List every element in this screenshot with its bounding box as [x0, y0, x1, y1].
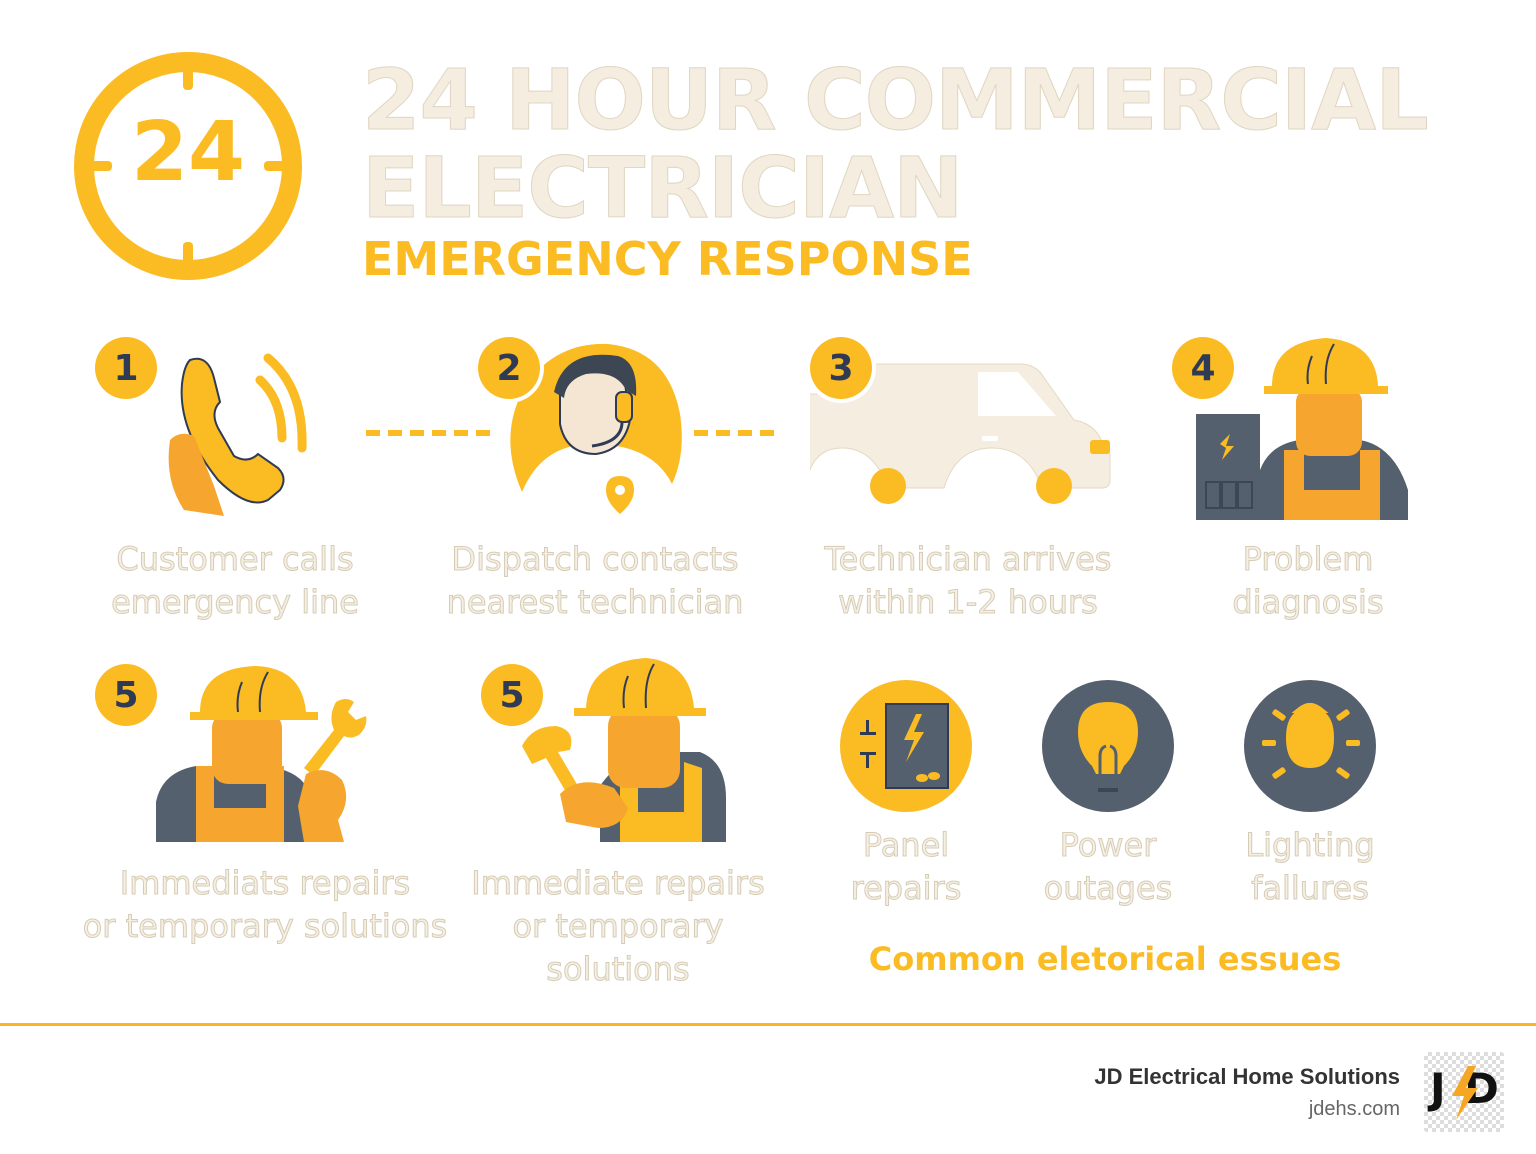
step-4-caption: Problem diagnosis	[1232, 540, 1384, 622]
step-3-caption: Technician arrives within 1-2 hours	[824, 540, 1112, 622]
lightbulb-icon	[1040, 678, 1176, 814]
connector-dashes-2-3	[694, 430, 780, 436]
logo-bolt-icon	[1452, 1066, 1478, 1120]
step-3-badge: 3	[810, 337, 872, 399]
company-logo: J D	[1424, 1052, 1504, 1132]
step-2-caption: Dispatch contacts nearest technician	[446, 540, 744, 622]
panel-icon	[838, 678, 974, 814]
step-2-badge: 2	[478, 337, 540, 399]
company-url[interactable]: jdehs.com	[1308, 1098, 1400, 1120]
footer-divider	[0, 1023, 1536, 1026]
electrician-panel-icon	[1196, 336, 1414, 522]
dispatcher-headset-icon	[492, 342, 692, 522]
issue-panel-caption: Panel repairs	[850, 826, 962, 908]
glowing-bulb-icon	[1242, 678, 1378, 814]
company-name: JD Electrical Home Solutions	[1094, 1064, 1400, 1089]
step-1-caption: Customer calls emergency line	[111, 540, 360, 622]
van-icon	[810, 360, 1120, 510]
subtitle: EMERGENCY RESPONSE	[362, 232, 973, 286]
logo-letter-j: J	[1430, 1064, 1446, 1113]
step-1-badge: 1	[95, 337, 157, 399]
step-5b-caption: Immediate repairs or temporary solutions	[471, 864, 765, 989]
phone-call-icon	[160, 350, 320, 520]
step-5b-badge: 5	[481, 664, 543, 726]
title-line-2: ELECTRICIAN	[361, 139, 963, 237]
electrician-hammer-icon	[520, 656, 726, 842]
issues-title: Common eletorical essues	[868, 940, 1342, 978]
title-line-1: 24 HOUR COMMERCIAL	[362, 51, 1430, 149]
issue-power-caption: Power outages	[1043, 826, 1173, 908]
clock-number: 24	[130, 105, 246, 200]
electrician-wrench-icon	[156, 664, 386, 842]
clock-24-icon: 24	[70, 48, 306, 284]
step-5a-badge: 5	[95, 664, 157, 726]
issue-lighting-caption: Lighting fallures	[1245, 826, 1375, 908]
step-4-badge: 4	[1172, 337, 1234, 399]
step-5a-caption: Immediats repairs or temporary solutions	[82, 864, 448, 946]
connector-dashes-1-2	[366, 430, 492, 436]
